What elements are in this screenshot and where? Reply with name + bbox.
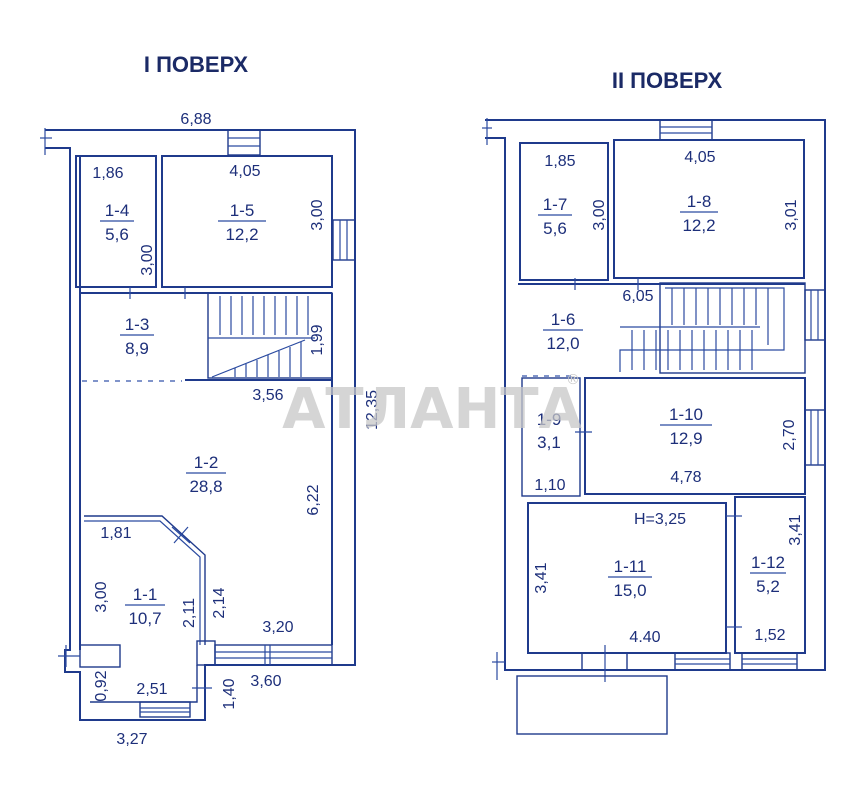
svg-text:10,7: 10,7 [128,609,161,628]
svg-text:1-1: 1-1 [133,585,158,604]
room-1-11-label: 1-11 15,0 [608,557,652,600]
room-1-10-outline [584,377,806,495]
svg-text:1-5: 1-5 [230,201,255,220]
svg-text:0,92: 0,92 [93,670,110,701]
svg-text:1,85: 1,85 [544,153,575,170]
svg-text:1,81: 1,81 [100,525,131,542]
svg-text:12,2: 12,2 [225,225,258,244]
room-1-8-label: 1-8 12,2 [680,192,718,235]
svg-text:1,99: 1,99 [309,324,326,355]
floor-1-window-top [227,129,261,156]
svg-text:1,86: 1,86 [92,165,123,182]
floor-2-window-bottom-1 [674,652,731,671]
svg-text:12,35: 12,35 [364,390,381,430]
svg-text:3,41: 3,41 [787,514,804,545]
svg-text:12,9: 12,9 [669,429,702,448]
floor-1-staircase [185,292,333,381]
svg-text:4,05: 4,05 [684,149,715,166]
svg-text:3,27: 3,27 [116,731,147,748]
svg-text:1,52: 1,52 [754,627,785,644]
svg-text:3,00: 3,00 [591,199,608,230]
svg-text:3,41: 3,41 [533,562,550,593]
svg-text:1-10: 1-10 [669,405,703,424]
floor-2-window-bottom-2 [741,652,798,671]
room-1-9-outline [521,377,581,497]
watermark: АТЛАНТА ® [282,372,582,442]
svg-text:3,00: 3,00 [93,581,110,612]
room-1-10-label: 1-10 12,9 [660,405,712,448]
dim-overall-width: 6,88 [180,111,211,128]
svg-text:5,2: 5,2 [756,577,780,596]
room-1-7-label: 1-7 5,6 [538,195,572,238]
svg-text:1,10: 1,10 [534,477,565,494]
floor-2-outer-wall [485,119,826,671]
svg-text:1-11: 1-11 [614,557,647,576]
svg-text:1-4: 1-4 [105,201,130,220]
room-1-1-outline [84,515,206,645]
room-1-3-label: 1-3 8,9 [120,315,154,358]
floor-2-window-right-2 [804,409,826,466]
svg-text:АТЛАНТА: АТЛАНТА [282,377,582,442]
svg-text:1,40: 1,40 [221,678,238,709]
svg-text:28,8: 28,8 [189,477,222,496]
svg-text:3,1: 3,1 [537,433,561,452]
room-1-5-label: 1-5 12,2 [218,201,266,244]
floor-2-staircase [619,282,806,374]
room-1-5-outline [161,155,333,288]
floor-1-window-vestibule [139,701,191,718]
room-1-2-label: 1-2 28,8 [186,453,226,496]
svg-text:12,2: 12,2 [682,216,715,235]
svg-text:5,6: 5,6 [105,225,129,244]
svg-text:15,0: 15,0 [613,581,646,600]
svg-text:1-9: 1-9 [537,410,562,429]
floor-2-balcony [516,675,668,735]
room-1-1-label: 1-1 10,7 [125,585,165,628]
svg-text:2,11: 2,11 [181,598,198,628]
svg-text:2,51: 2,51 [136,681,167,698]
svg-text:3,60: 3,60 [250,673,281,690]
svg-text:3,01: 3,01 [783,199,800,230]
svg-text:H=3,25: H=3,25 [634,511,686,528]
room-1-11-outline [527,502,727,654]
room-1-7-outline [519,142,609,281]
floor-1-window-bottom [214,644,333,666]
svg-text:1-7: 1-7 [543,195,568,214]
floor-2-window-right-1 [804,289,826,341]
svg-text:®: ® [566,372,580,388]
floor-1-window-right [332,219,356,261]
svg-text:3,20: 3,20 [262,619,293,636]
svg-text:4.40: 4.40 [629,629,660,646]
floor-2-plan: ІІ ПОВЕРХ [482,68,826,735]
svg-text:5,6: 5,6 [543,219,567,238]
floor-1-outer-wall [45,129,356,721]
svg-text:8,9: 8,9 [125,339,149,358]
room-1-4-outline [75,155,157,288]
floor-1-plan: І ПОВЕРХ [40,52,381,748]
svg-text:3,00: 3,00 [139,244,156,275]
room-1-9-label: 1-9 3,1 [537,410,562,452]
svg-text:3,00: 3,00 [309,199,326,230]
svg-text:1-6: 1-6 [551,310,576,329]
svg-text:12,0: 12,0 [546,334,579,353]
svg-text:2,14: 2,14 [211,587,228,618]
svg-text:6,05: 6,05 [622,288,653,305]
room-1-12-label: 1-12 5,2 [750,553,786,596]
floor-2-window-top [659,119,713,141]
svg-text:4,05: 4,05 [229,163,260,180]
room-1-6-label: 1-6 12,0 [543,310,583,353]
room-1-4-label: 1-4 5,6 [100,201,134,244]
floor-2-title: ІІ ПОВЕРХ [612,68,723,93]
svg-text:3,56: 3,56 [252,387,283,404]
svg-text:1-3: 1-3 [125,315,150,334]
floor-1-title: І ПОВЕРХ [144,52,249,77]
svg-text:4,78: 4,78 [670,469,701,486]
svg-text:2,70: 2,70 [781,419,798,450]
svg-text:1-2: 1-2 [194,453,219,472]
svg-text:6,22: 6,22 [305,484,322,515]
svg-text:1-8: 1-8 [687,192,712,211]
room-1-8-outline [613,139,805,279]
svg-text:1-12: 1-12 [751,553,785,572]
